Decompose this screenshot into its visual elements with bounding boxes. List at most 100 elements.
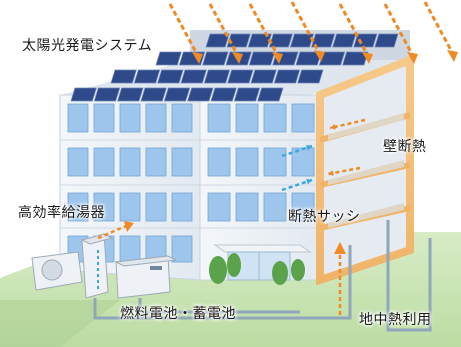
solar-panel xyxy=(202,51,229,66)
sun-arrowhead xyxy=(314,50,325,62)
sun-arrowhead xyxy=(232,52,243,64)
window xyxy=(207,103,231,133)
solar-panel xyxy=(226,33,251,48)
sun-arrow xyxy=(290,1,322,55)
solar-panel xyxy=(374,33,399,48)
solar-panel xyxy=(155,51,182,66)
window xyxy=(171,103,193,133)
sunlight-arrows xyxy=(168,1,458,64)
window xyxy=(145,103,167,133)
solar-panel xyxy=(203,69,231,84)
solar-panel xyxy=(332,33,357,48)
sun-arrow xyxy=(338,3,370,57)
solar-panel xyxy=(133,69,161,84)
cool-arrow-head xyxy=(306,144,312,151)
sun-arrow xyxy=(168,3,200,57)
cool-arrow xyxy=(281,144,313,158)
window xyxy=(119,147,141,177)
solar-panel xyxy=(140,87,167,102)
pipes xyxy=(93,220,432,332)
label-insulated-sash: 断熱サッシ xyxy=(288,209,361,225)
solar-panel xyxy=(163,87,191,102)
trees xyxy=(209,253,305,285)
sun-arrowhead xyxy=(272,52,283,64)
solar-panel xyxy=(289,33,315,48)
solar-panel xyxy=(227,69,254,84)
water-heater-arrow xyxy=(97,221,134,290)
heat-arrow xyxy=(327,166,361,176)
solar-panel xyxy=(205,33,230,48)
solar-panel xyxy=(250,69,277,84)
solar-panel xyxy=(353,33,378,48)
window xyxy=(291,192,315,222)
sun-arrow xyxy=(383,3,415,57)
equipment xyxy=(31,233,178,299)
solar-panel xyxy=(273,69,301,84)
sun-arrowhead xyxy=(192,52,203,64)
window xyxy=(93,147,115,177)
window xyxy=(207,147,231,177)
solar-panel xyxy=(210,87,237,102)
window xyxy=(93,103,115,133)
window xyxy=(291,103,315,133)
solar-panel xyxy=(180,69,207,84)
solar-panel xyxy=(117,87,144,102)
window xyxy=(207,192,231,222)
sun-arrowhead xyxy=(362,52,373,64)
solar-panel xyxy=(93,87,121,102)
heat-flow-arrows xyxy=(281,118,366,192)
heat-arrow-head xyxy=(328,170,334,176)
heat-pump-unit xyxy=(31,251,83,291)
window xyxy=(171,192,193,222)
window xyxy=(171,235,193,263)
cool-arrow-head xyxy=(306,178,312,185)
geothermal-arrow xyxy=(334,242,346,315)
label-water-heater: 高効率給湯器 xyxy=(18,205,105,221)
label-wall-insulation: 壁断熱 xyxy=(383,139,427,155)
window xyxy=(235,147,259,177)
window xyxy=(67,103,89,133)
heat-arrow xyxy=(329,118,366,130)
window xyxy=(291,147,315,177)
solar-panel xyxy=(342,51,369,66)
sun-arrowhead xyxy=(447,50,458,62)
window xyxy=(119,103,141,133)
heat-arrow-head xyxy=(330,124,336,130)
solar-panel xyxy=(297,69,324,84)
solar-panel xyxy=(268,33,293,48)
water-heater-unit xyxy=(80,233,114,299)
solar-panel xyxy=(70,87,97,102)
solar-panel xyxy=(110,69,137,84)
window xyxy=(263,147,287,177)
solar-panels xyxy=(70,33,399,102)
solar-panel xyxy=(248,51,276,66)
solar-panel xyxy=(157,69,184,84)
window xyxy=(171,147,193,177)
window xyxy=(67,192,89,222)
solar-panel xyxy=(257,87,284,102)
fuel-cell-unit xyxy=(114,255,178,299)
window xyxy=(145,147,167,177)
window xyxy=(263,192,287,222)
window xyxy=(119,192,141,222)
window xyxy=(119,235,141,263)
sun-arrow xyxy=(248,3,280,57)
window xyxy=(235,103,259,133)
wall-insulation-section xyxy=(316,54,414,286)
window xyxy=(93,192,115,222)
window xyxy=(145,192,167,222)
solar-panel xyxy=(295,51,322,66)
sun-arrow xyxy=(208,3,240,57)
window xyxy=(67,147,89,177)
solar-panel xyxy=(187,87,214,102)
window xyxy=(263,103,287,133)
label-solar-power-system: 太陽光発電システム xyxy=(22,38,153,54)
solar-panel xyxy=(233,87,261,102)
label-fuel-cell-battery: 燃料電池・蓄電池 xyxy=(120,306,236,322)
window xyxy=(235,192,259,222)
building xyxy=(59,30,414,286)
sun-arrowhead xyxy=(407,52,418,64)
cool-arrow xyxy=(281,178,313,192)
